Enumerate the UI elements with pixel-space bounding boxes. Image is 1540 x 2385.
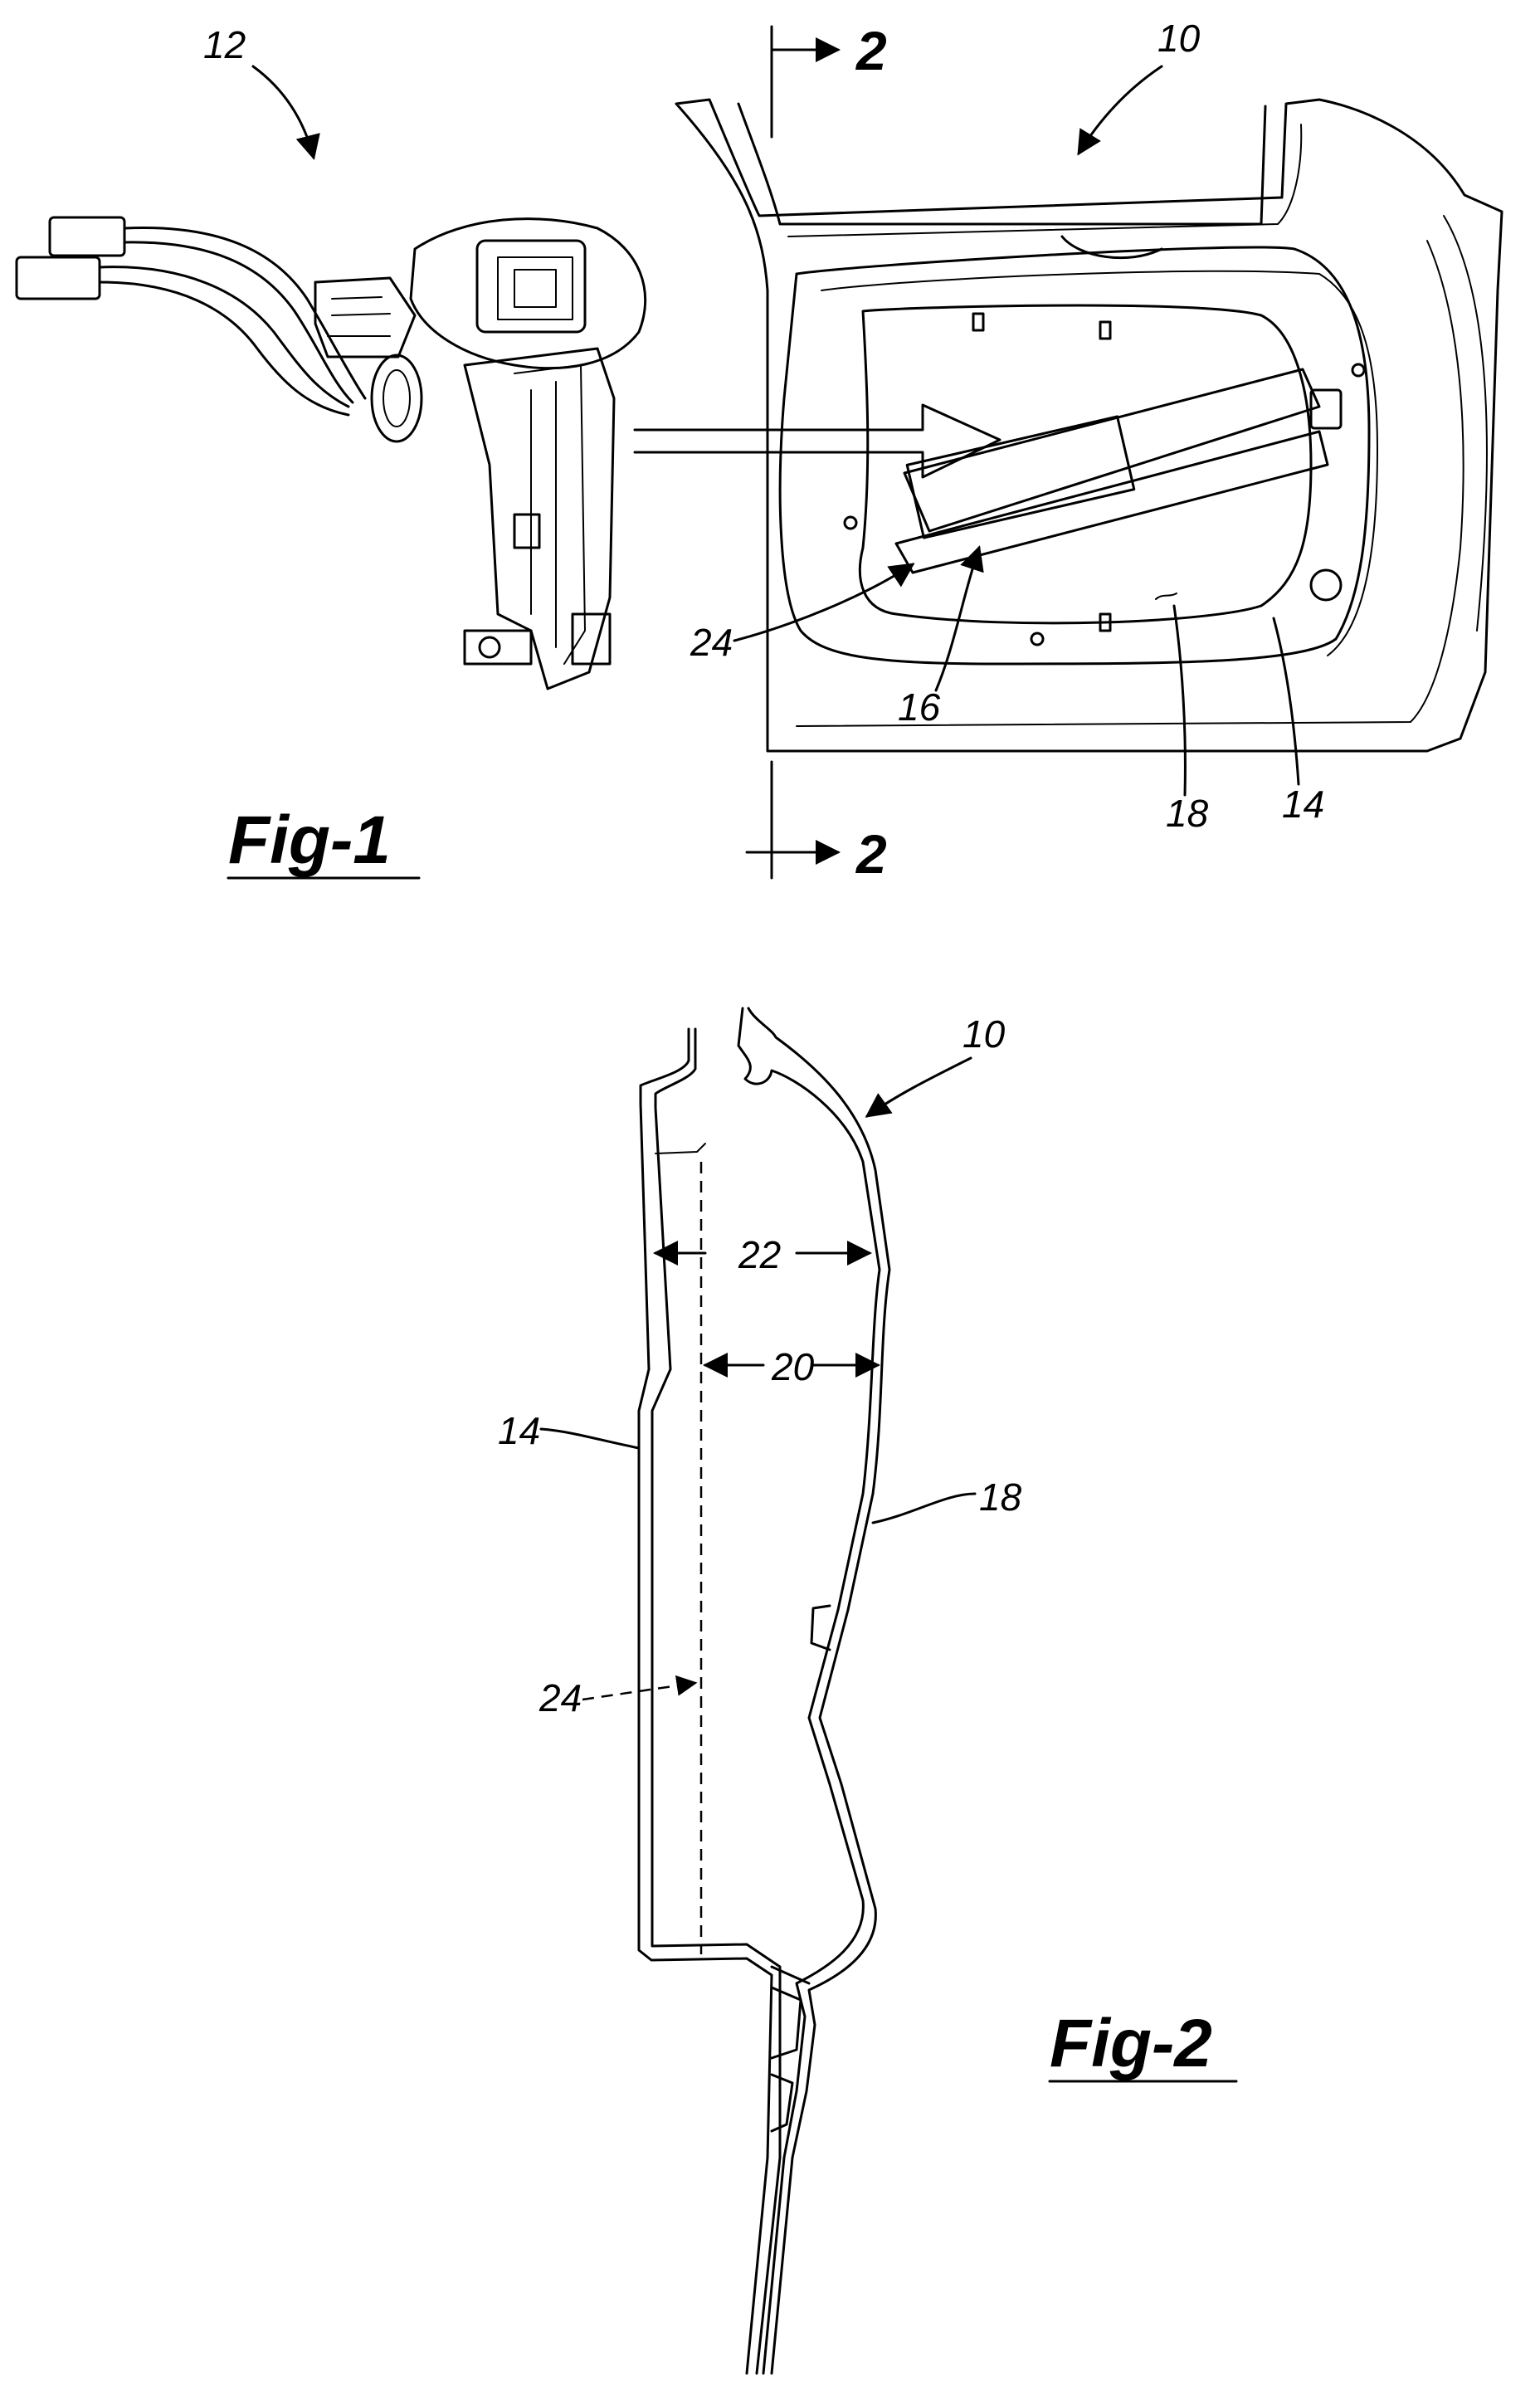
fig1: 12: [17, 17, 1502, 885]
section-label-top: 2: [855, 20, 887, 81]
fig1-label-24: 24: [690, 621, 733, 664]
fig2-trim-panel-18: [738, 1008, 880, 2373]
access-aperture: [860, 305, 1311, 623]
fig1-label-16: 16: [898, 685, 941, 729]
fig1-label-18: 18: [1166, 792, 1209, 835]
fig1-leader-24: [734, 564, 913, 641]
fig1-caption: Fig-1: [228, 802, 391, 878]
fig2-label-18: 18: [979, 1475, 1022, 1519]
fig2-leader-10: [867, 1058, 971, 1116]
fig1-leader-12: [253, 66, 314, 158]
cable-upper-a: [124, 227, 365, 398]
fig2-label-22: 22: [738, 1233, 781, 1276]
fig1-label-10: 10: [1157, 17, 1201, 60]
bracket: [315, 278, 415, 357]
fig2-label-20: 20: [771, 1345, 815, 1388]
fig2-label-10: 10: [962, 1012, 1006, 1056]
connector-lower: [17, 257, 100, 299]
cable-upper-b: [124, 242, 353, 402]
latch-window: [477, 241, 585, 332]
fig2: 10 22 20 14 18 24 Fig-2: [498, 1008, 1236, 2373]
fig2-leader-14: [541, 1429, 639, 1448]
fig1-leader-10: [1079, 66, 1162, 154]
cable-lower-b: [100, 282, 348, 415]
fig1-leader-18: [1174, 606, 1185, 795]
fig2-inner-panel-14: [639, 1029, 772, 2373]
fig1-label-14: 14: [1282, 783, 1324, 826]
assembly-arrow: [635, 405, 1000, 477]
fig2-label-14: 14: [498, 1409, 540, 1452]
door-10-drawing: [676, 100, 1502, 751]
rail-foot: [465, 631, 531, 664]
fig2-label-24: 24: [539, 1676, 582, 1719]
fig2-leader-18: [873, 1494, 975, 1523]
fig2-caption: Fig-2: [1050, 2006, 1212, 2081]
fig1-leader-14: [1274, 618, 1299, 784]
module-12-drawing: [17, 217, 646, 689]
section-label-bottom: 2: [855, 823, 887, 885]
fig1-label-12: 12: [203, 23, 246, 66]
grommet: [372, 355, 422, 441]
connector-upper: [50, 217, 124, 256]
